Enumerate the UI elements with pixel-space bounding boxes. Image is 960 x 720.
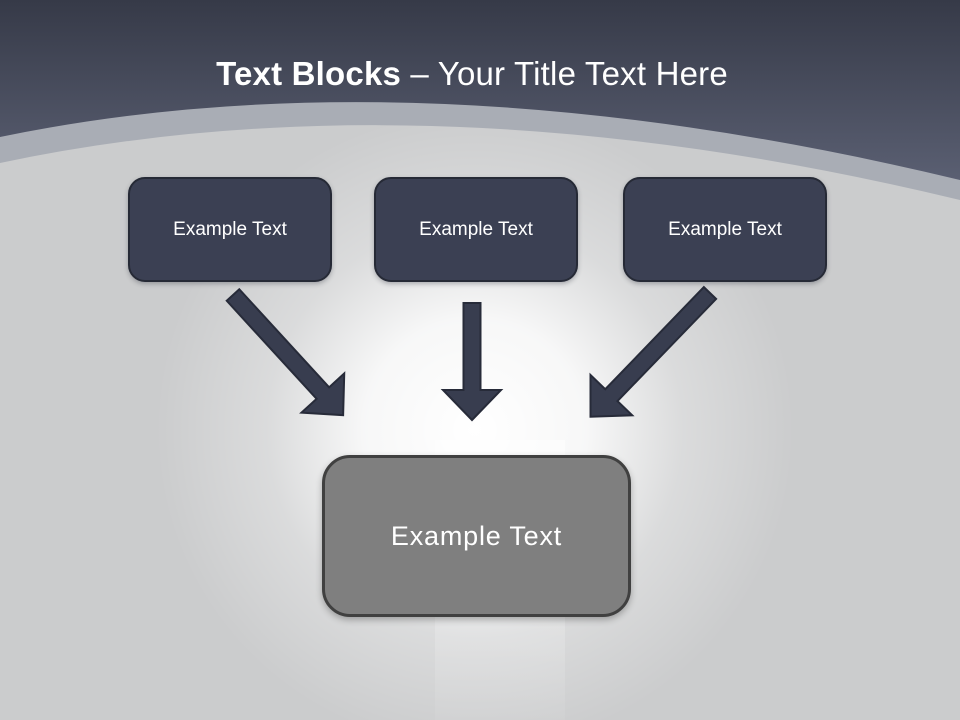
title-emphasis: Text Blocks <box>216 55 402 92</box>
arrow-down-right-icon[interactable] <box>212 275 365 434</box>
text-block-2[interactable]: Example Text <box>374 177 578 282</box>
header-shape <box>0 0 960 180</box>
text-block-1[interactable]: Example Text <box>128 177 332 282</box>
center-block-label: Example Text <box>390 520 563 551</box>
text-block-3-label: Example Text <box>668 218 782 240</box>
text-block-2-label: Example Text <box>419 218 533 240</box>
title-rest: – Your Title Text Here <box>401 55 728 92</box>
slide-title[interactable]: Text Blocks – Your Title Text Here <box>0 55 944 93</box>
arrow-down-icon[interactable] <box>440 302 504 422</box>
text-block-3[interactable]: Example Text <box>623 177 827 282</box>
center-block[interactable]: Example Text <box>322 455 631 617</box>
text-block-1-label: Example Text <box>173 218 287 240</box>
arrow-down-left-icon[interactable] <box>570 273 731 437</box>
